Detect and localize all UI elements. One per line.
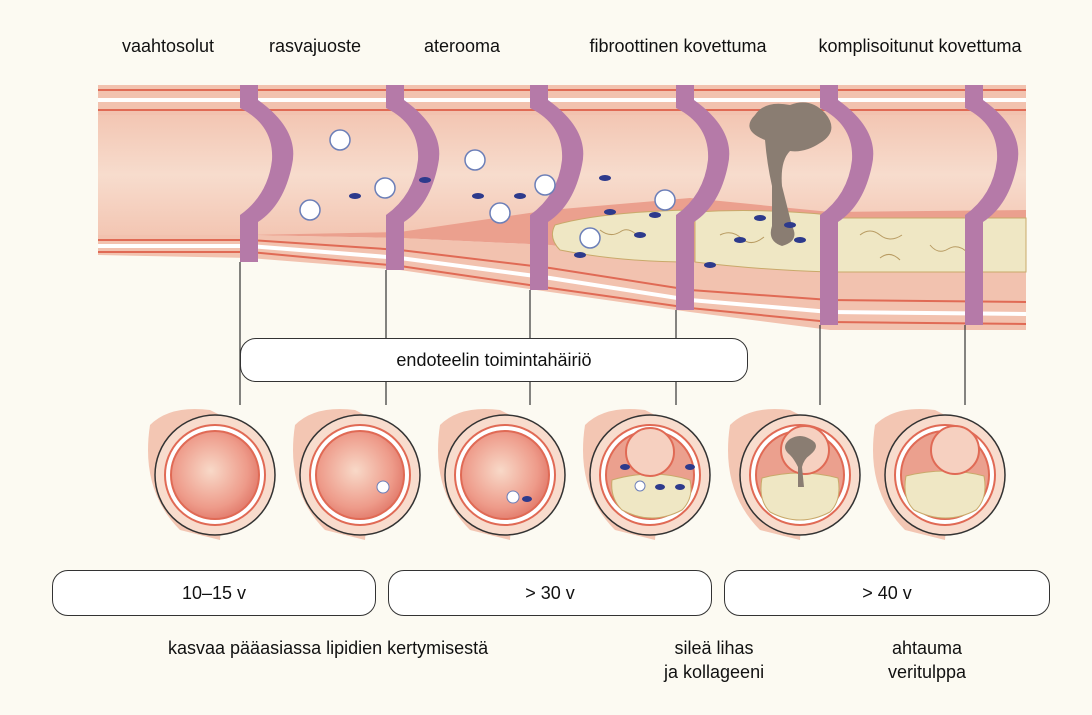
note-stenosis-line2: veritulppa [888,660,966,684]
cross-sections [148,409,1005,540]
stage-label-foam-cells: vaahtosolut [122,36,214,57]
cross-section-3 [438,409,565,540]
cross-section-2 [293,409,420,540]
note-smooth-muscle-line2: ja kollageeni [664,660,764,684]
artery-longitudinal [98,85,1026,330]
age-range-over-30: > 30 v [388,570,712,616]
cross-section-1 [148,409,275,540]
note-smooth-muscle: sileä lihas ja kollageeni [664,636,764,684]
cross-section-5 [728,409,860,540]
note-stenosis-line1: ahtauma [888,636,966,660]
stage-label-complicated-plaque: komplisoitunut kovettuma [818,36,1021,57]
cross-section-4 [583,409,710,540]
endothelial-dysfunction-label: endoteelin toimintahäiriö [240,338,748,382]
note-smooth-muscle-line1: sileä lihas [664,636,764,660]
stage-label-fatty-streak: rasvajuoste [269,36,361,57]
stage-label-atheroma: aterooma [424,36,500,57]
cross-section-6 [873,409,1005,540]
stage-label-fibrous-plaque: fibroottinen kovettuma [589,36,766,57]
age-range-over-40: > 40 v [724,570,1050,616]
age-range-10-15: 10–15 v [52,570,376,616]
note-stenosis: ahtauma veritulppa [888,636,966,684]
note-lipid-accumulation: kasvaa pääasiassa lipidien kertymisestä [168,636,488,660]
